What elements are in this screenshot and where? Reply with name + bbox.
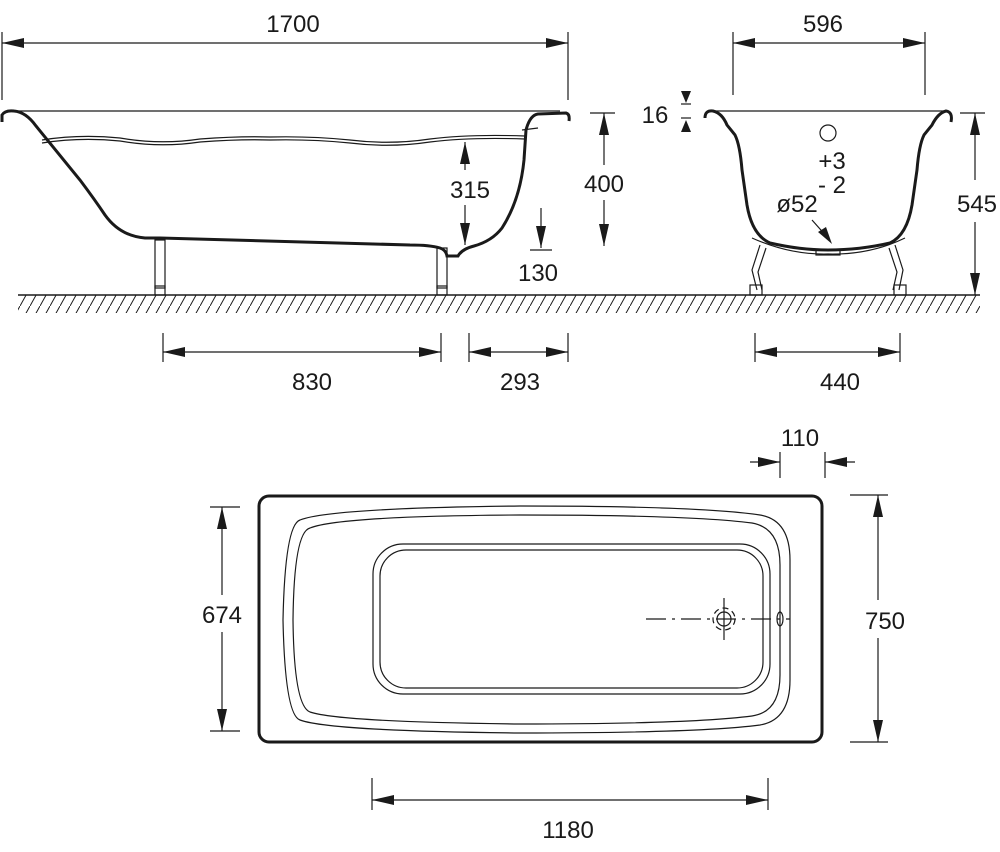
drain-offset-label: 293	[500, 369, 540, 396]
tolerance-minus: - 2	[818, 172, 846, 199]
side-view: 1700 315 4	[0, 11, 980, 396]
tub-top-outline	[257, 494, 824, 744]
dimension-front-leg-spacing: 440	[754, 333, 901, 396]
inner-length-label: 1180	[542, 817, 594, 844]
dimension-width: 596	[732, 11, 926, 95]
drain-height-label: 130	[518, 260, 558, 287]
floor	[18, 294, 980, 313]
dimension-inner-length: 1180	[371, 778, 769, 844]
overflow-offset-label: 110	[781, 425, 819, 452]
dimension-outer-width: 750	[850, 494, 905, 743]
water-depth-label: 315	[450, 177, 490, 204]
dimension-rim-thickness: 16	[642, 91, 691, 132]
length-label: 1700	[266, 11, 319, 38]
front-view: 596 16 545	[642, 11, 997, 396]
tolerance-plus: +3	[818, 148, 845, 175]
dimension-inner-width: 674	[202, 506, 242, 732]
rim-thickness-label: 16	[642, 102, 669, 129]
drain-annotation: +3 - 2 ø52	[776, 148, 846, 244]
dimension-length: 1700	[1, 11, 569, 100]
tub-front-outline	[703, 109, 953, 296]
dimension-water-depth: 315	[450, 142, 490, 245]
width-label: 596	[803, 11, 843, 38]
dimension-height: 400	[584, 112, 624, 246]
tub-side-outline	[0, 109, 571, 296]
total-height-label: 545	[957, 191, 997, 218]
front-leg-spacing-label: 440	[820, 369, 860, 396]
dimension-leg-spacing: 830	[162, 333, 442, 396]
leg-spacing-label: 830	[292, 369, 332, 396]
dimension-overflow-offset: 110	[750, 425, 855, 478]
top-view: 110 674 750 1180	[202, 425, 905, 844]
dimension-total-height: 545	[957, 112, 997, 295]
drain-diameter-label: ø52	[776, 191, 817, 218]
dimension-drain-height: 130	[518, 208, 558, 287]
inner-width-label: 674	[202, 602, 242, 629]
outer-width-label: 750	[865, 608, 905, 635]
dimension-drain-offset: 293	[468, 333, 569, 396]
height-label: 400	[584, 171, 624, 198]
